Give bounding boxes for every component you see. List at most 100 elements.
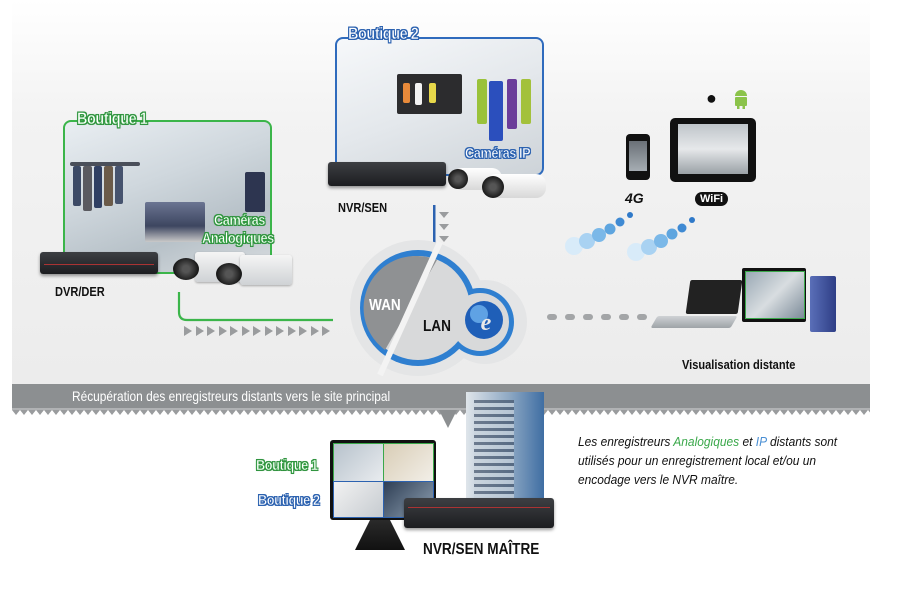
zigzag-tooth [244, 410, 252, 415]
zigzag-tooth [236, 410, 244, 415]
internet-globe-icon [474, 300, 514, 340]
zigzag-tooth [620, 410, 628, 415]
zigzag-tooth [588, 410, 596, 415]
shop2-connector [433, 205, 449, 247]
zigzag-tooth [348, 410, 356, 415]
zigzag-tooth [596, 410, 604, 415]
banner [12, 384, 870, 408]
zigzag-tooth [188, 410, 196, 415]
zigzag-tooth [684, 410, 692, 415]
wan-label: WAN [369, 297, 401, 314]
description-text: Les enregistreurs Analogiques et IP dist… [578, 432, 854, 489]
zigzag-tooth [396, 410, 404, 415]
wifi-label: WiFi [695, 192, 729, 206]
wifi-signal [627, 217, 695, 261]
zigzag-tooth [556, 410, 564, 415]
zigzag-tooth [868, 410, 870, 413]
master-nvr-device [404, 498, 554, 528]
zigzag-tooth [700, 410, 708, 415]
shop2-photo [335, 37, 544, 176]
shop1-title: Boutique 1 [77, 109, 148, 129]
zigzag-tooth [372, 410, 380, 415]
monitor-label-shop1: Boutique 1 [256, 457, 319, 475]
zigzag-tooth [220, 410, 228, 415]
wan-lan-hub: e [350, 240, 527, 377]
desc-analog: Analogiques [673, 434, 740, 449]
laptop-base [650, 316, 738, 328]
zigzag-tooth [172, 410, 180, 415]
zigzag-tooth [804, 410, 812, 415]
zigzag-tooth [116, 410, 124, 415]
zigzag-tooth [44, 410, 52, 415]
desc-part1: Les enregistreurs [578, 434, 674, 449]
zigzag-tooth [740, 410, 748, 415]
nvr-device [328, 162, 446, 186]
remote-viewing-label: Visualisation distante [682, 357, 796, 372]
zigzag-tooth [660, 410, 668, 415]
zigzag-tooth [732, 410, 740, 415]
zigzag-tooth [724, 410, 732, 415]
phone-device [626, 134, 650, 180]
zigzag-tooth [364, 410, 372, 415]
zigzag-tooth [332, 410, 340, 415]
zigzag-tooth [356, 410, 364, 415]
analog-camera-2 [216, 255, 292, 285]
laptop-screen [685, 280, 743, 314]
zigzag-tooth [428, 410, 436, 415]
zigzag-tooth [628, 410, 636, 415]
lan-remote-connector [547, 314, 647, 320]
zigzag-tooth [764, 410, 772, 415]
zigzag-tooth [652, 410, 660, 415]
nvr-label: NVR/SEN [338, 200, 388, 215]
analog-cameras-label-line2: Analogiques [202, 230, 275, 248]
banner-pointer [439, 410, 457, 428]
zigzag-tooth [404, 410, 412, 415]
zigzag-tooth [836, 410, 844, 415]
zigzag-tooth [308, 410, 316, 415]
zigzag-tooth [580, 410, 588, 415]
monitor-stand [355, 520, 405, 550]
zigzag-tooth [52, 410, 60, 415]
ip-cameras-label: Caméras IP [465, 145, 531, 163]
zigzag-tooth [292, 410, 300, 415]
banner-text: Récupération des enregistreurs distants … [72, 388, 391, 404]
zigzag-tooth [92, 410, 100, 415]
zigzag-tooth [156, 410, 164, 415]
shop2-title: Boutique 2 [348, 24, 419, 44]
zigzag-tooth [676, 410, 684, 415]
zigzag-tooth [572, 410, 580, 415]
apple-icon: ● [706, 88, 717, 108]
headquarters-building [466, 392, 544, 512]
zigzag-tooth [204, 410, 212, 415]
zigzag-tooth [20, 410, 28, 415]
zigzag-tooth [164, 410, 172, 415]
zigzag-tooth [820, 410, 828, 415]
zigzag-tooth [668, 410, 676, 415]
zigzag-tooth [548, 410, 556, 415]
dvr-label: DVR/DER [55, 284, 105, 299]
zigzag-tooth [860, 410, 868, 415]
zigzag-tooth [148, 410, 156, 415]
zigzag-tooth [76, 410, 84, 415]
shop1-photo [63, 120, 272, 274]
zigzag-tooth [852, 410, 860, 415]
zigzag-tooth [196, 410, 204, 415]
lan-label: LAN [423, 318, 451, 335]
zigzag-tooth [380, 410, 388, 415]
zigzag-tooth [780, 410, 788, 415]
ip-camera-2 [482, 174, 546, 198]
zigzag-tooth [84, 410, 92, 415]
shop1-connector [177, 292, 333, 336]
zigzag-tooth [260, 410, 268, 415]
zigzag-tooth [316, 410, 324, 415]
analog-cameras-label-line1: Caméras [214, 212, 266, 230]
zigzag-tooth [612, 410, 620, 415]
desc-part2: et [739, 434, 756, 449]
zigzag-tooth [284, 410, 292, 415]
svg-text:e: e [481, 310, 492, 336]
zigzag-tooth [324, 410, 332, 415]
zigzag-tooth [772, 410, 780, 415]
zigzag-tooth [228, 410, 236, 415]
zigzag-tooth [636, 410, 644, 415]
zigzag-tooth [180, 410, 188, 415]
